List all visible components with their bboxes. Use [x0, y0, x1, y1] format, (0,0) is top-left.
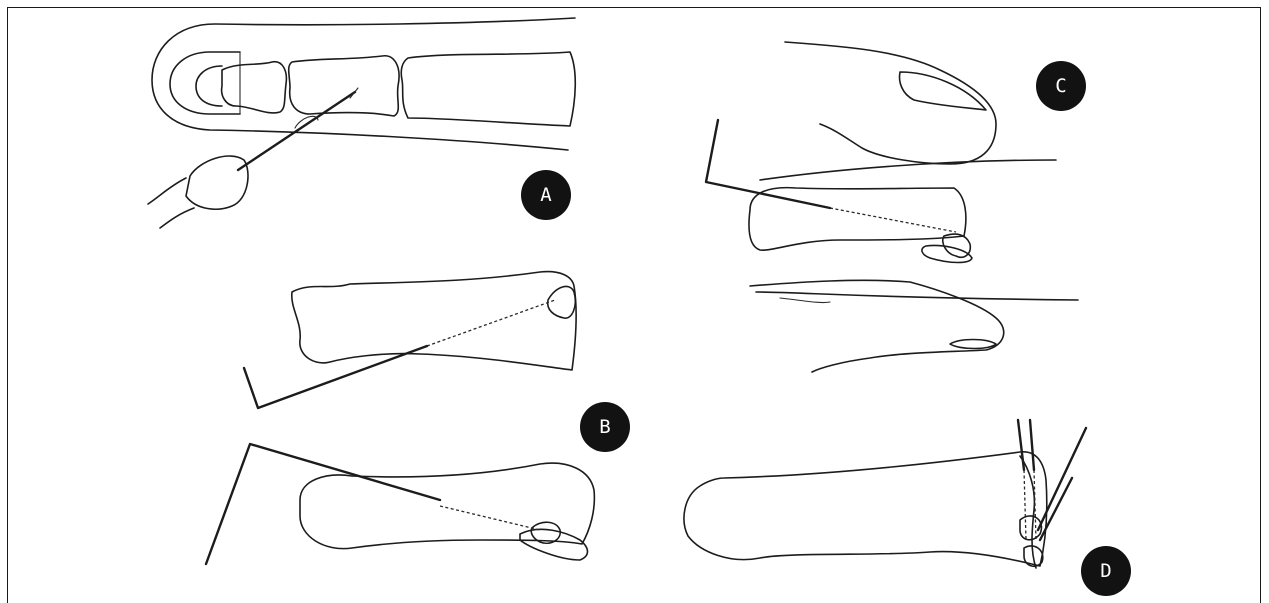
nail-upper — [900, 72, 986, 110]
phalanx-upper — [292, 272, 576, 370]
drill-handle — [148, 178, 186, 204]
distal-phalanx — [222, 62, 287, 113]
panel-d-drawing — [684, 420, 1086, 568]
phalanx-lower — [300, 463, 594, 548]
wire-vertical-1 — [1018, 420, 1024, 470]
proximal-phalanx — [401, 52, 575, 126]
bent-wire-upper — [244, 346, 427, 408]
fingertip-upper — [785, 42, 996, 164]
panel-label-a: A — [521, 170, 571, 220]
panel-c-drawing — [706, 42, 1078, 372]
drill-chuck — [186, 156, 248, 209]
wire-vertical-2 — [1030, 420, 1034, 470]
panel-a-drawing — [148, 18, 575, 228]
wire-diagonal-2 — [1040, 478, 1072, 540]
panel-label-d: D — [1081, 546, 1131, 596]
finger-outline — [152, 18, 575, 150]
phalanx-d — [684, 452, 1047, 566]
c-wire-upper — [706, 120, 830, 208]
panel-label-b: B — [580, 402, 630, 452]
panel-label-c: C — [1036, 61, 1086, 111]
fingertip-lower — [750, 280, 1004, 372]
bent-wire-lower — [206, 444, 440, 564]
panel-b-drawing — [206, 272, 594, 564]
middle-phalanx — [289, 56, 399, 116]
